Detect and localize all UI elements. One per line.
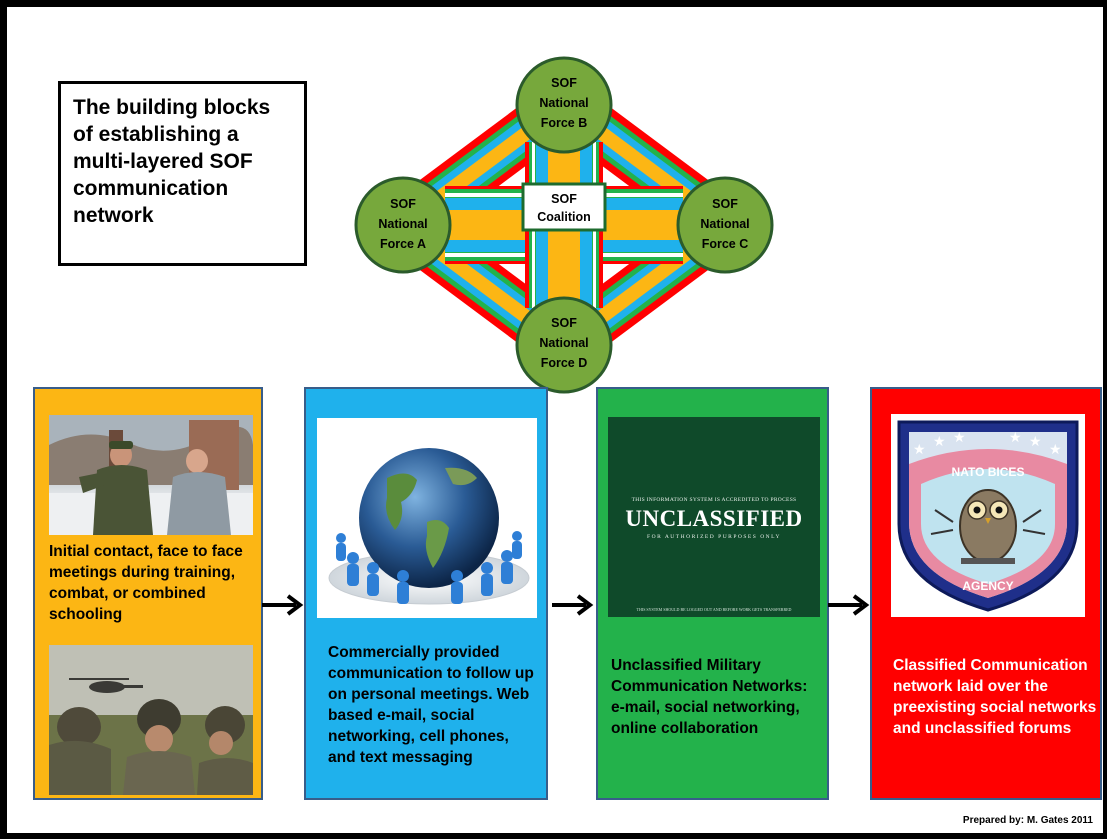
photo-officers-meeting: [49, 415, 253, 535]
footer-credit: Prepared by: M. Gates 2011: [962, 815, 1093, 826]
arrow-right-icon: [262, 594, 304, 616]
node-force-b: SOF National Force B: [515, 56, 613, 154]
arrow-right-icon: [828, 594, 870, 616]
unclassified-main-label: UNCLASSIFIED: [625, 506, 803, 531]
svg-text:★: ★: [1029, 434, 1042, 450]
panel-4-text: Classified Communication network laid ov…: [893, 657, 1097, 737]
badge-bottom-text: AGENCY: [962, 579, 1013, 593]
node-force-c: SOF National Force C: [676, 176, 774, 274]
node-a-line-3: Force A: [380, 237, 426, 251]
node-b-line-3: Force B: [541, 116, 588, 130]
panel-1-text: Initial contact, face to face meetings d…: [49, 543, 243, 623]
panel-unclassified: THIS INFORMATION SYSTEM IS ACCREDITED TO…: [596, 387, 829, 800]
arrow-right-icon: [552, 594, 594, 616]
node-b-line-2: National: [539, 96, 588, 110]
node-d-line-1: SOF: [551, 316, 577, 330]
svg-text:★: ★: [933, 434, 946, 450]
photo-soldiers-field: [49, 645, 253, 795]
unclassified-sub-line: FOR AUTHORIZED PURPOSES ONLY: [647, 534, 781, 540]
node-force-d: SOF National Force D: [515, 296, 613, 394]
diagram-title: The building blocks of establishing a mu…: [73, 96, 271, 227]
panel-classified: ★ ★ ★ ★ ★ ★ NATO BICES AGENCY Classified…: [870, 387, 1102, 800]
node-force-a: SOF National Force A: [354, 176, 452, 274]
unclassified-bottom-line: THIS SYSTEM SHOULD BE LOGGED OUT AND BEF…: [636, 607, 792, 612]
node-c-line-3: Force C: [702, 237, 749, 251]
coalition-label-line-2: Coalition: [537, 210, 590, 224]
panel-2-text: Commercially provided communication to f…: [328, 644, 534, 766]
badge-top-text: NATO BICES: [952, 465, 1025, 479]
node-a-line-1: SOF: [390, 197, 416, 211]
node-d-line-2: National: [539, 336, 588, 350]
node-c-line-2: National: [700, 217, 749, 231]
panel-commercial: Commercially provided communication to f…: [304, 387, 548, 800]
panel-3-text: Unclassified Military Communication Netw…: [611, 657, 808, 737]
globe-network-image: [317, 418, 537, 618]
svg-text:★: ★: [913, 442, 926, 458]
nato-bices-badge: ★ ★ ★ ★ ★ ★ NATO BICES AGENCY: [891, 414, 1085, 617]
node-b-line-1: SOF: [551, 76, 577, 90]
node-d-line-3: Force D: [541, 356, 588, 370]
svg-text:★: ★: [1049, 442, 1062, 458]
svg-text:★: ★: [1009, 430, 1022, 446]
coalition-label-line-1: SOF: [551, 192, 577, 206]
node-a-line-2: National: [378, 217, 427, 231]
svg-text:★: ★: [953, 430, 966, 446]
node-c-line-1: SOF: [712, 197, 738, 211]
network-diagram: SOF Coalition SOF National Force B SOF N…: [354, 56, 774, 394]
panel-face-to-face: Initial contact, face to face meetings d…: [33, 387, 263, 800]
coalition-box: SOF Coalition: [521, 182, 607, 232]
unclassified-banner-image: THIS INFORMATION SYSTEM IS ACCREDITED TO…: [608, 417, 820, 617]
unclassified-top-line: THIS INFORMATION SYSTEM IS ACCREDITED TO…: [631, 497, 797, 503]
title-box: The building blocks of establishing a mu…: [58, 81, 307, 266]
